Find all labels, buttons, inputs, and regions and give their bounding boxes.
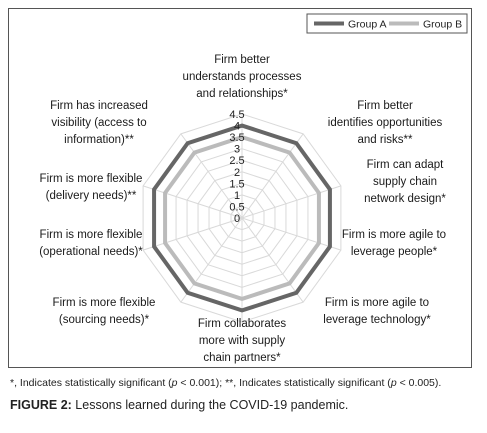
radar-series xyxy=(152,123,332,313)
axis-label: and relationships* xyxy=(196,88,288,100)
axis-label: (sourcing needs)* xyxy=(59,314,150,326)
axis-label: understands processes xyxy=(183,71,302,83)
axis-label: Firm is more flexible xyxy=(53,297,156,309)
radial-tick-label: 3.5 xyxy=(229,132,244,144)
radial-tick-label: 1 xyxy=(234,190,240,202)
radial-tick-label: 0.5 xyxy=(229,201,244,213)
axis-label: Firm collaborates xyxy=(198,318,286,330)
radial-tick-label: 4.5 xyxy=(229,109,244,121)
axis-label: network design* xyxy=(364,193,446,205)
caption-label: FIGURE 2: xyxy=(10,398,72,412)
axis-label: Firm is more agile to xyxy=(342,229,446,241)
axis-label: Firm better xyxy=(357,100,413,112)
grid-spoke xyxy=(241,133,304,219)
legend: Group A Group B xyxy=(306,13,468,34)
grid-spoke xyxy=(180,133,243,219)
axis-label: Firm has increased xyxy=(50,100,148,112)
legend-label-group-b: Group B xyxy=(423,19,462,31)
radial-tick-label: 1.5 xyxy=(229,178,244,190)
grid-spoke xyxy=(142,185,243,219)
axis-label: Firm can adapt xyxy=(367,159,445,171)
radial-tick-label: 2 xyxy=(234,167,240,179)
axis-label: identifies opportunities xyxy=(328,117,443,129)
axis-label: (operational needs)* xyxy=(39,246,143,258)
footnote: *, Indicates statistically significant (… xyxy=(10,377,442,389)
caption-text: Lessons learned during the COVID-19 pand… xyxy=(71,398,349,412)
axis-label: and risks** xyxy=(358,134,413,146)
grid-spoke xyxy=(241,217,342,251)
axis-label: information)** xyxy=(64,134,134,146)
radial-tick-label: 2.5 xyxy=(229,155,244,167)
radar-grid xyxy=(142,113,342,323)
axis-label: more with supply xyxy=(199,335,286,347)
axis-label: Firm better xyxy=(214,54,270,66)
axis-label: visibility (access to xyxy=(51,117,146,129)
series-line-group-b xyxy=(163,135,321,301)
radial-tick-label: 4 xyxy=(234,121,240,133)
axis-label: supply chain xyxy=(373,176,437,188)
legend-label-group-a: Group A xyxy=(348,19,387,31)
axis-label: (delivery needs)** xyxy=(46,190,137,202)
axis-label: Firm is more flexible xyxy=(40,229,143,241)
radar-chart: 00.511.522.533.544.5 Firm better understa… xyxy=(39,13,468,364)
series-line-group-a xyxy=(152,123,332,313)
radial-tick-label: 0 xyxy=(234,213,240,225)
grid-spoke xyxy=(241,185,342,219)
radial-tick-label: 3 xyxy=(234,144,240,156)
axis-label: leverage technology* xyxy=(323,314,431,326)
legend-box xyxy=(306,13,468,34)
grid-spoke xyxy=(142,217,243,251)
grid-spoke xyxy=(180,217,243,303)
axis-label: leverage people* xyxy=(351,246,438,258)
axis-label: Firm is more agile to xyxy=(325,297,429,309)
axis-label: Firm is more flexible xyxy=(40,173,143,185)
axis-labels: Firm better understands processes and rela… xyxy=(39,54,446,364)
axis-label: chain partners* xyxy=(203,352,281,364)
radial-ticks: 00.511.522.533.544.5 xyxy=(229,109,244,225)
grid-spoke xyxy=(241,217,304,303)
figure-caption: FIGURE 2: Lessons learned during the COV… xyxy=(10,398,348,412)
